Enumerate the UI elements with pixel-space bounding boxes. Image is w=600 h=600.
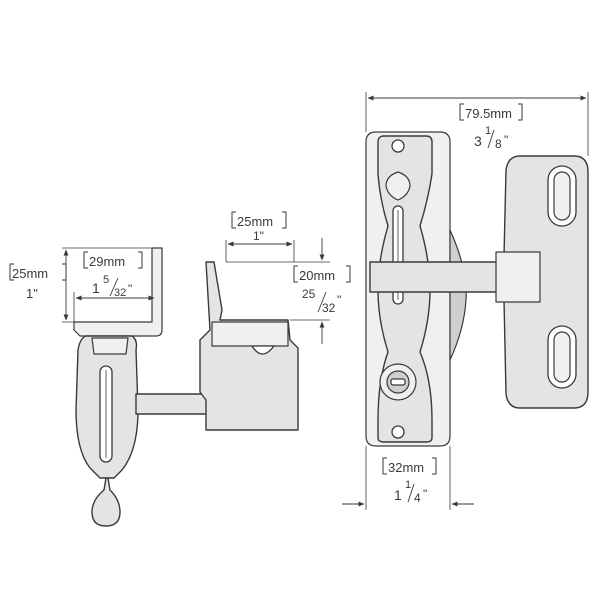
right-connecting-bar [369,261,501,293]
left-mounting-plate [73,247,163,337]
right-front-view [365,131,589,447]
dim-left-width-whole: 1 [92,280,100,296]
dim-mid-width-metric: 25mm [237,214,273,229]
dim-mid-height-metric: 20mm [299,268,335,283]
right-keyway [390,378,406,386]
dim-left-width-num: 5 [103,274,109,286]
dim-left-width-unit: " [128,282,132,296]
right-receiver-bottom-slot-inner [553,331,571,383]
left-arm [135,393,209,415]
dim-right-bottom-whole: 1 [394,487,402,503]
left-knob [91,477,121,527]
right-receiver-block [495,251,541,303]
dim-mid-height-num: 25 [302,287,316,301]
right-receiver-top-slot-inner [553,171,571,221]
left-latch-cap [91,337,129,355]
right-bottom-screw-hole [391,425,405,439]
dim-right-width-metric: 79.5mm [465,106,512,121]
right-spring-edge [449,229,467,361]
dim-right-width-den: 8 [495,137,502,151]
dim-right-width-unit: " [504,133,508,147]
dim-right-bottom: 32mm 1 1 4 " [342,446,474,510]
dim-right-bottom-unit: " [423,487,427,501]
left-latch-side-view [73,247,299,527]
dim-mid-height-unit: " [337,293,341,307]
dim-right-bottom-den: 4 [414,491,421,505]
dim-right-width: 79.5mm 3 1 8 " [365,92,589,156]
left-side-block-top [211,321,289,347]
right-top-knob [385,171,411,201]
dim-left-width: 29mm 1 5 32 " [73,251,155,322]
right-top-screw-hole [391,139,405,153]
dim-mid-height: 20mm 25 32 " [226,238,351,344]
dim-left-height: 25mm 1" [9,247,152,323]
dim-mid-width: 25mm 1" [225,211,295,262]
dim-left-width-den: 32 [114,287,126,299]
dim-left-height-imperial: 1" [26,286,38,301]
dim-right-width-whole: 3 [474,133,482,149]
dim-mid-height-den: 32 [322,301,336,315]
dim-left-height-metric: 25mm [12,266,48,281]
dim-right-bottom-num: 1 [405,479,411,491]
dim-mid-width-imperial: 1" [253,229,264,243]
left-side-notch [250,345,276,355]
dim-right-width-num: 1 [485,125,491,137]
dim-left-width-metric: 29mm [89,254,125,269]
dim-right-bottom-metric: 32mm [388,460,424,475]
